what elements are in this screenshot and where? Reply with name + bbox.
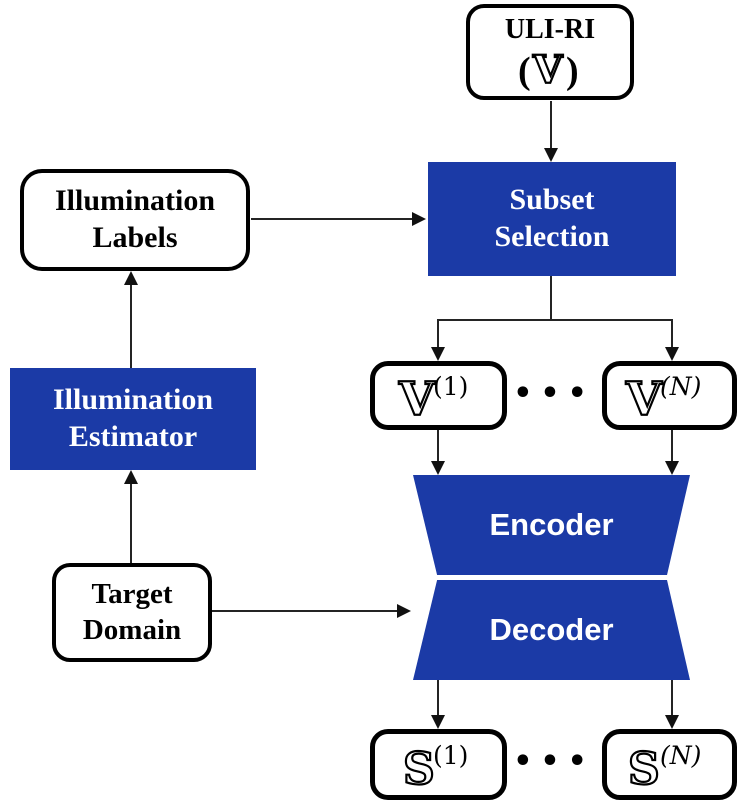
v-subset-n-box: V (N) (602, 361, 737, 430)
ellipsis-bottom: ••• (513, 744, 595, 779)
ellipsis-top: ••• (513, 376, 595, 411)
encoder-block: Encoder (413, 475, 690, 575)
s-output-1-box: S (1) (370, 729, 507, 800)
close-paren: ) (566, 50, 579, 91)
subset-selection-line2: Selection (494, 220, 610, 253)
connector-target-to-decoder (212, 610, 398, 612)
illumination-estimator-box: Illumination Estimator (10, 368, 256, 470)
arrowhead-down-sn-top-icon (665, 715, 679, 729)
connector-decoder-to-s1 (437, 680, 439, 716)
doublestruck-v-symbol: V (398, 372, 436, 422)
subset-selection-box: Subset Selection (428, 162, 676, 276)
arrowhead-down-vn-top-icon (665, 347, 679, 361)
connector-labels-to-subset (251, 218, 412, 220)
connector-subset-branch-bar (437, 319, 673, 321)
arrowhead-down-v1-top-icon (431, 347, 445, 361)
target-domain-box: Target Domain (52, 563, 212, 662)
open-paren: ( (518, 50, 531, 91)
arrowhead-up-estimator-bottom-icon (124, 470, 138, 484)
sn-math: S (N) (626, 741, 701, 791)
arrowhead-right-decoder-left-icon (397, 604, 411, 618)
illumination-labels-box: Illumination Labels (20, 169, 250, 271)
arrowhead-down-subset-top-icon (544, 148, 558, 162)
connector-decoder-to-sn (671, 680, 673, 716)
arrowhead-down-encoder-right-icon (665, 461, 679, 475)
target-domain-line1: Target (91, 578, 173, 611)
v1-superscript: (1) (433, 372, 468, 401)
connector-uliri-to-subset (550, 101, 552, 149)
connector-branch-to-v1 (437, 321, 439, 348)
connector-subset-branch-stem (550, 276, 552, 321)
decoder-block: Decoder (413, 580, 690, 680)
illumination-labels-line1: Illumination (54, 184, 216, 218)
sn-superscript: (N) (660, 741, 701, 770)
illumination-labels-line2: Labels (92, 221, 178, 254)
subset-selection-line1: Subset (509, 183, 595, 217)
arrowhead-right-subset-left-icon (412, 212, 426, 226)
s1-superscript: (1) (433, 741, 468, 770)
uli-ri-box: ULI-RI ( V ) (466, 4, 634, 100)
illumination-estimator-line1: Illumination (52, 383, 214, 417)
decoder-label: Decoder (489, 612, 614, 647)
connector-estimator-to-labels (130, 285, 132, 368)
connector-vn-to-encoder (671, 430, 673, 462)
connector-v1-to-encoder (437, 430, 439, 462)
encoder-label: Encoder (489, 507, 614, 542)
doublestruck-v-symbol: V (532, 47, 564, 91)
arrowhead-down-encoder-left-icon (431, 461, 445, 475)
connector-branch-to-vn (671, 321, 673, 348)
illumination-estimator-line2: Estimator (68, 420, 198, 453)
doublestruck-s-symbol: S (628, 744, 660, 791)
s1-math: S (1) (401, 741, 468, 791)
arrowhead-down-s1-top-icon (431, 715, 445, 729)
connector-target-to-estimator (130, 484, 132, 563)
s-output-n-box: S (N) (602, 729, 737, 800)
doublestruck-v-symbol: V (625, 372, 663, 422)
arrowhead-up-labels-bottom-icon (124, 271, 138, 285)
doublestruck-s-symbol: S (403, 744, 435, 791)
v-subset-1-box: V (1) (370, 361, 507, 430)
vn-superscript: (N) (660, 372, 701, 401)
uli-ri-title: ULI-RI (504, 13, 596, 45)
vn-math: V (N) (623, 370, 701, 422)
v1-math: V (1) (396, 370, 468, 422)
target-domain-line2: Domain (82, 613, 182, 646)
uli-ri-math: ( V ) (518, 47, 579, 91)
